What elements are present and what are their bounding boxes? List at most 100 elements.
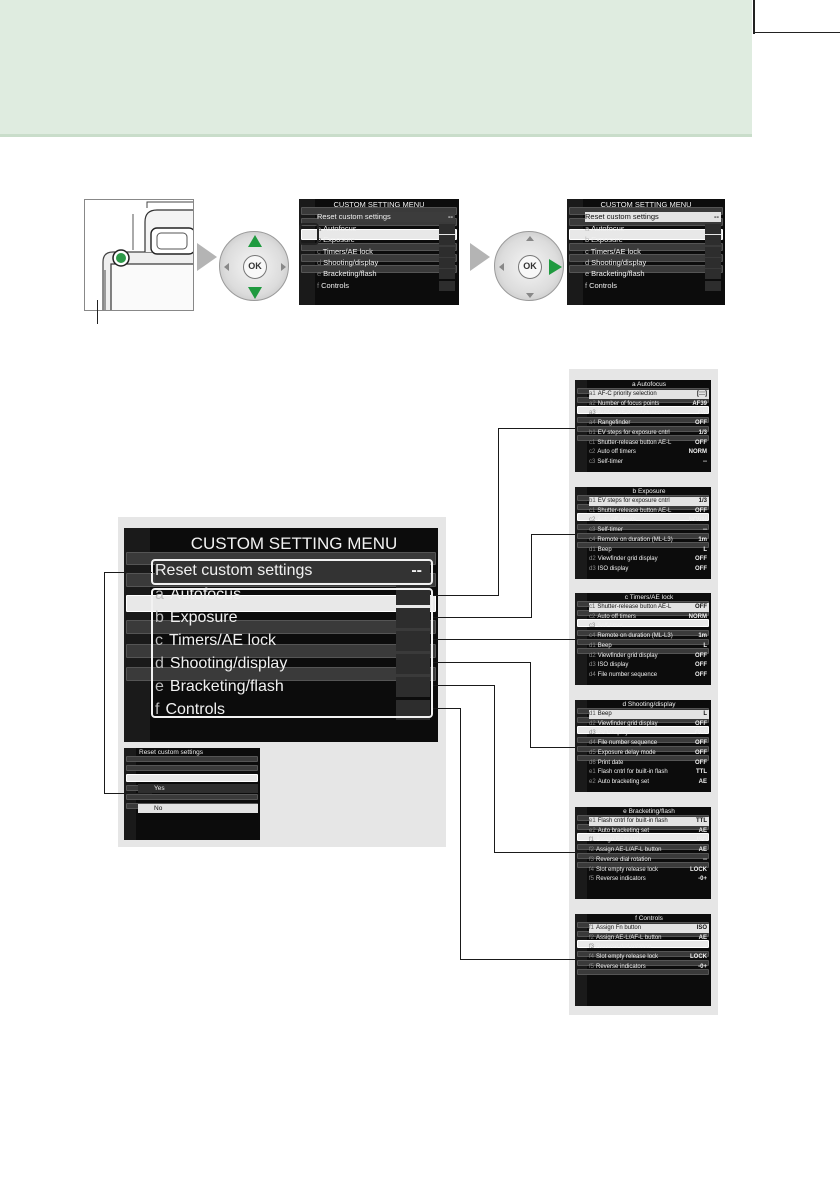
submenu-row-value: L bbox=[703, 711, 707, 717]
submenu-row-label: Number of focus points bbox=[597, 400, 660, 407]
submenu-row-value: 1m bbox=[698, 633, 707, 640]
submenu-row-label: EV steps for exposure cntrl bbox=[597, 498, 670, 504]
reset-custom-settings-item-selected[interactable]: Reset custom settings -- bbox=[585, 212, 721, 222]
reset-label-2: Reset custom settings bbox=[585, 212, 659, 221]
multi-selector-right[interactable]: OK bbox=[494, 231, 564, 301]
multi-selector-up[interactable]: OK bbox=[219, 231, 289, 301]
ok-button-2[interactable]: OK bbox=[518, 255, 542, 279]
autofocus-connector-end bbox=[498, 428, 575, 429]
bracketing-connector-line bbox=[433, 685, 495, 853]
submenu-row-label: File number sequence bbox=[597, 740, 658, 747]
submenu-row-value: -- bbox=[703, 458, 707, 465]
menu-item-letter: c bbox=[317, 246, 321, 256]
submenu-row-value: OFF bbox=[695, 420, 707, 427]
submenu-row-label: AF-C priority selection bbox=[597, 391, 657, 397]
submenu-row-code: a1 bbox=[589, 391, 596, 397]
submenu-row-value: -- bbox=[703, 944, 707, 951]
submenu-row-value: OFF bbox=[695, 556, 707, 563]
submenu-row-label: Assign Fn button bbox=[596, 925, 642, 931]
submenu-tab-icon bbox=[577, 737, 709, 743]
menu-item-letter: b bbox=[317, 235, 322, 245]
yes-option[interactable]: Yes bbox=[138, 784, 258, 793]
submenu-row-code: c2 bbox=[589, 613, 596, 620]
menu-item-letter: a bbox=[155, 586, 164, 603]
menu-item-label: Shooting/display bbox=[323, 257, 379, 267]
reset-custom-settings-item-large[interactable]: Reset custom settings -- bbox=[155, 560, 430, 582]
reset-highlight-frame bbox=[151, 559, 433, 585]
menu-item-value-slot bbox=[705, 246, 721, 257]
menu-item-letter: e bbox=[317, 269, 322, 279]
submenu-tab-icon bbox=[577, 630, 709, 636]
reset-custom-settings-item[interactable]: Reset custom settings -- bbox=[317, 212, 455, 222]
no-option[interactable]: No bbox=[138, 804, 258, 813]
menu-item-letter: e bbox=[155, 678, 164, 695]
submenu-row-value: -0+ bbox=[698, 876, 707, 883]
submenu-row-value: NORM bbox=[688, 449, 707, 456]
submenu-row-value: ON bbox=[698, 410, 707, 417]
ok-button[interactable]: OK bbox=[243, 255, 267, 279]
